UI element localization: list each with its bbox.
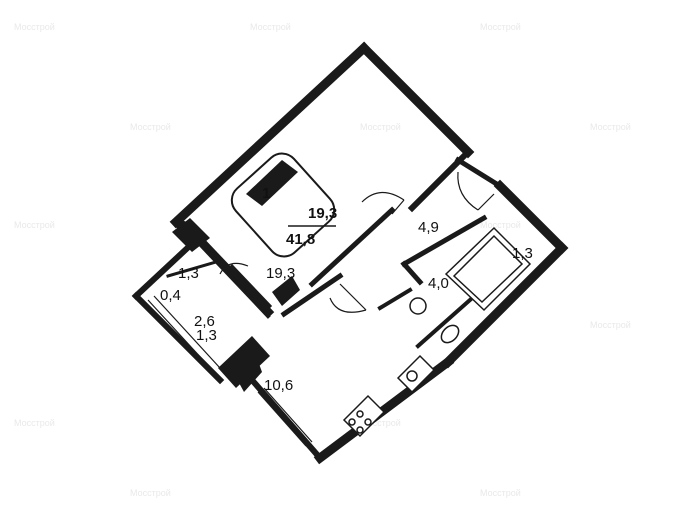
windows bbox=[147, 295, 313, 447]
closet-1-area: 1,3 bbox=[178, 265, 199, 282]
wall-blocks bbox=[172, 218, 300, 392]
badge-total-area: 41,8 bbox=[286, 231, 315, 248]
watermark: Мосстрой bbox=[480, 488, 521, 498]
closet-2-area: 0,4 bbox=[160, 287, 181, 304]
area-badge: 1 19,3 41,8 bbox=[230, 152, 337, 258]
badge-living-area: 19,3 bbox=[308, 205, 337, 222]
living-room-area: 19,3 bbox=[266, 265, 295, 282]
watermark: Мосстрой bbox=[480, 22, 521, 32]
kitchen-fixtures bbox=[342, 354, 436, 438]
room-count: 1 bbox=[262, 185, 270, 202]
watermark: Мосстрой bbox=[360, 122, 401, 132]
bathroom-area: 4,0 bbox=[428, 275, 449, 292]
badge-corner bbox=[246, 160, 298, 206]
watermark: Мосстрой bbox=[590, 122, 631, 132]
watermark: Мосстрой bbox=[250, 22, 291, 32]
watermark: Мосстрой bbox=[14, 22, 55, 32]
watermark: Мосстрой bbox=[360, 418, 401, 428]
door-swings bbox=[219, 171, 495, 313]
balcony-area: 1,3 bbox=[512, 245, 533, 262]
watermark: Мосстрой bbox=[130, 122, 171, 132]
kitchen-area: 10,6 bbox=[264, 377, 293, 394]
loggia-reduced-area: 1,3 bbox=[196, 327, 217, 344]
hallway-area: 4,9 bbox=[418, 219, 439, 236]
bath-fixtures bbox=[409, 226, 532, 344]
watermark: Мосстрой bbox=[130, 488, 171, 498]
watermark: Мосстрой bbox=[14, 220, 55, 230]
watermark: Мосстрой bbox=[590, 320, 631, 330]
watermark: Мосстрой bbox=[480, 220, 521, 230]
watermark: Мосстрой bbox=[14, 418, 55, 428]
loggia-area: 2,6 bbox=[194, 313, 215, 330]
